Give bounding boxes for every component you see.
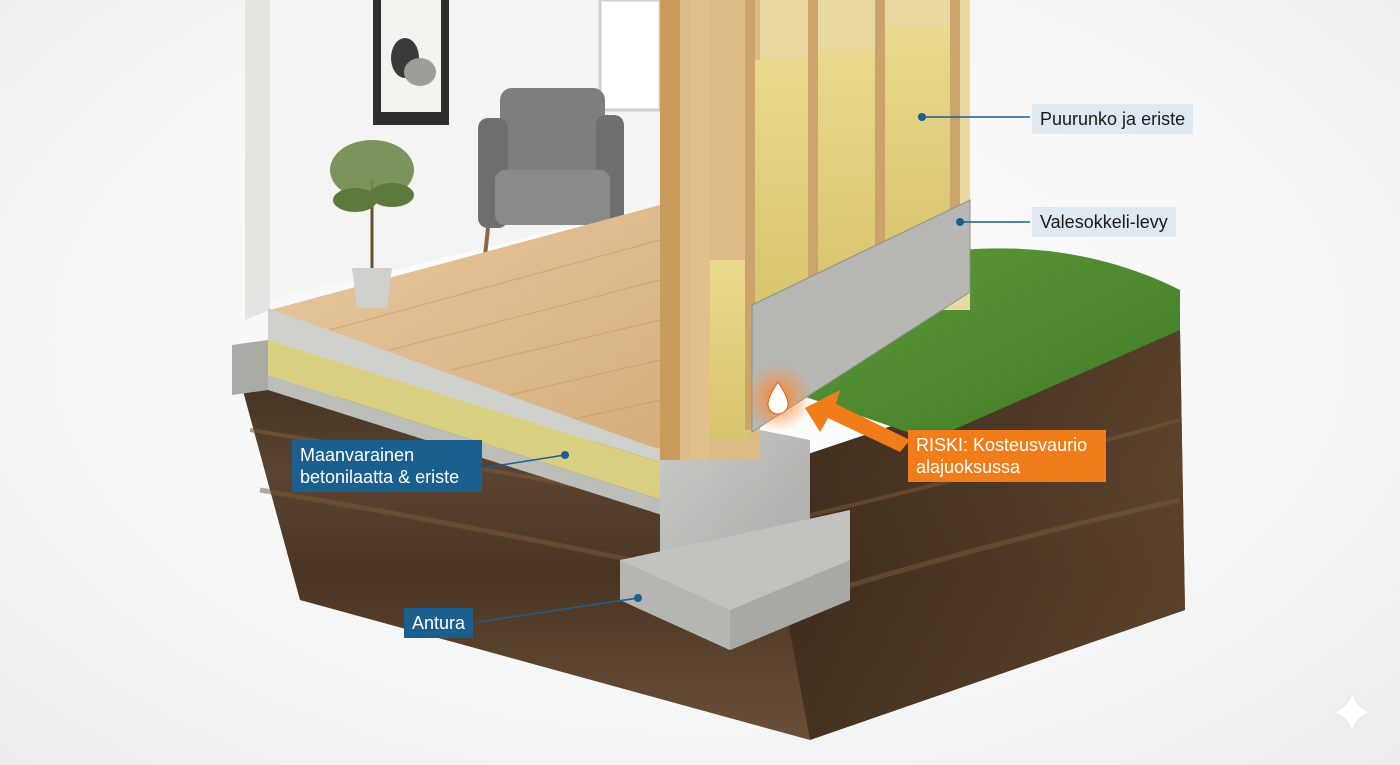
label-risk-line-1: RISKI: Kosteusvaurio [916,434,1098,456]
label-slab-insulation: Maanvarainen betonilaatta & eriste [292,440,482,492]
label-frame-insulation: Puurunko ja eriste [1032,104,1193,134]
label-risk-line-2: alajuoksussa [916,456,1098,478]
sparkle-icon [1332,690,1372,734]
label-footing: Antura [404,608,473,638]
label-slab-line-1: Maanvarainen [300,444,474,466]
picture-frame [373,0,449,125]
label-risk-moisture: RISKI: Kosteusvaurio alajuoksussa [908,430,1106,482]
window [600,0,660,110]
interior-side-wall [245,0,270,320]
label-plinth-board: Valesokkeli-levy [1032,207,1176,237]
label-slab-line-2: betonilaatta & eriste [300,466,474,488]
